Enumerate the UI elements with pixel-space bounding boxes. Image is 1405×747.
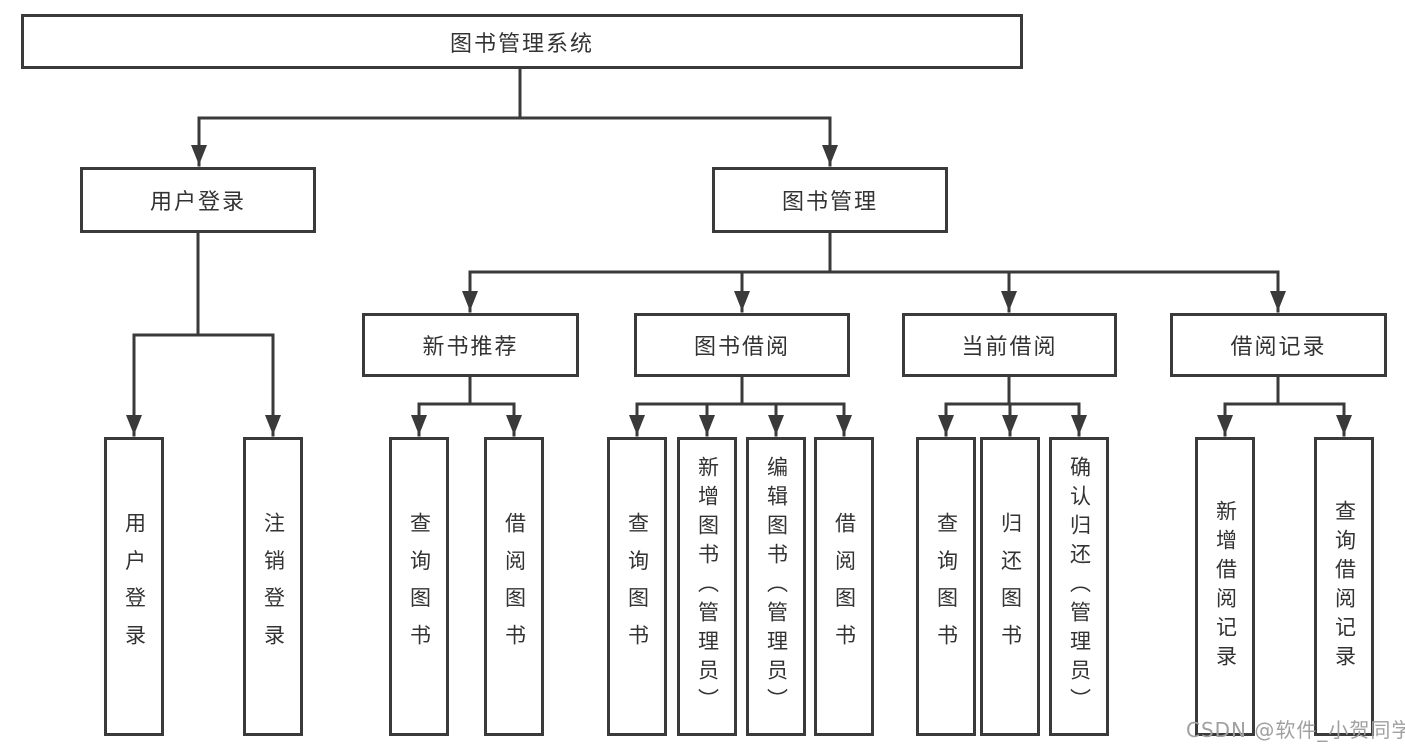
node-return-book: 归还图书 (980, 437, 1040, 736)
node-label: 查询图书 (934, 511, 959, 662)
csdn-watermark: CSDN @软件_小贺同学 (1186, 718, 1405, 742)
node-borrow-books-recommend: 借阅图书 (484, 437, 544, 736)
node-current-borrowing: 当前借阅 (902, 313, 1117, 377)
node-logout: 注销登录 (243, 437, 303, 736)
node-user-login-module: 用户登录 (80, 167, 316, 233)
node-label: 查询图书 (407, 511, 432, 662)
node-add-borrow-record: 新增借阅记录 (1195, 437, 1255, 736)
node-label: 编辑图书（管理员） (764, 456, 789, 717)
node-query-books-current: 查询图书 (916, 437, 976, 736)
node-label: 新增借阅记录 (1213, 499, 1238, 674)
node-label: 借阅图书 (832, 511, 857, 662)
node-label: 借阅图书 (502, 511, 527, 662)
node-label: 查询借阅记录 (1332, 499, 1357, 674)
node-label: 归还图书 (998, 511, 1023, 662)
node-query-books-recommend: 查询图书 (389, 437, 449, 736)
node-confirm-return-admin: 确认归还（管理员） (1049, 437, 1109, 736)
node-user-login: 用户登录 (104, 437, 164, 736)
node-label: 注销登录 (261, 511, 286, 662)
node-library-management-system: 图书管理系统 (21, 14, 1023, 69)
node-new-book-recommend: 新书推荐 (362, 313, 579, 377)
node-query-borrow-record: 查询借阅记录 (1314, 437, 1374, 736)
node-book-management-module: 图书管理 (712, 167, 948, 233)
node-label: 当前借阅 (961, 335, 1058, 360)
node-book-borrowing: 图书借阅 (634, 313, 850, 377)
node-borrowing-records: 借阅记录 (1170, 313, 1387, 377)
node-add-book-admin: 新增图书（管理员） (677, 437, 737, 736)
node-label: 用户登录 (149, 190, 246, 215)
node-label: 查询图书 (625, 511, 650, 662)
node-label: 借阅记录 (1230, 335, 1327, 360)
node-query-books-borrow: 查询图书 (607, 437, 667, 736)
node-label: 图书借阅 (693, 335, 790, 360)
node-borrow-book: 借阅图书 (814, 437, 874, 736)
node-label: 新增图书（管理员） (695, 456, 720, 717)
node-label: 确认归还（管理员） (1067, 456, 1092, 717)
node-label: 用户登录 (122, 511, 147, 662)
node-label: 图书管理 (781, 190, 878, 215)
node-label: 图书管理系统 (449, 31, 594, 57)
node-label: 新书推荐 (422, 335, 519, 360)
node-edit-book-admin: 编辑图书（管理员） (746, 437, 806, 736)
